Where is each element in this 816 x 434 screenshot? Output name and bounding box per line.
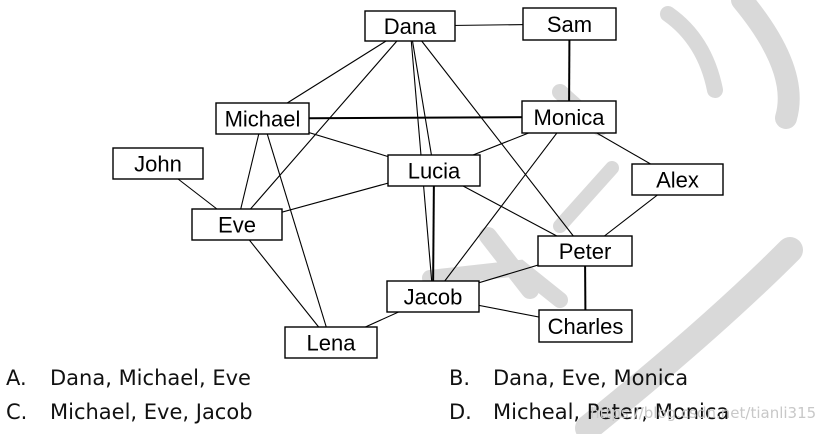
- node-box: [191, 208, 283, 241]
- node-label: Alex: [656, 168, 699, 193]
- node-box: [215, 102, 310, 135]
- edge-michael-monica: [262, 116, 570, 120]
- option-d[interactable]: D. Micheal, Peter, Monica: [449, 400, 729, 424]
- node-eve[interactable]: Eve: [191, 208, 283, 241]
- option-letter: D.: [449, 400, 472, 424]
- node-box: [537, 235, 633, 267]
- node-label: Peter: [559, 239, 612, 264]
- option-a[interactable]: A. Dana, Michael, Eve: [6, 366, 251, 390]
- option-c[interactable]: C. Michael, Eve, Jacob: [6, 400, 253, 424]
- option-text: Michael, Eve, Jacob: [50, 400, 253, 424]
- node-peter[interactable]: Peter: [537, 235, 633, 267]
- node-label: Sam: [547, 12, 592, 37]
- watermark-logo: [422, 0, 803, 434]
- option-letter: C.: [6, 400, 28, 424]
- node-box: [538, 309, 633, 343]
- node-lucia[interactable]: Lucia: [387, 154, 481, 187]
- edge-lucia-jacob: [432, 170, 435, 297]
- node-box: [284, 326, 378, 359]
- edge-michael-eve: [236, 118, 264, 225]
- node-label: Lena: [307, 331, 357, 356]
- node-label: Eve: [218, 213, 256, 238]
- node-box: [387, 154, 481, 187]
- node-box: [522, 7, 617, 41]
- node-sam[interactable]: Sam: [522, 7, 617, 41]
- node-lena[interactable]: Lena: [284, 326, 378, 359]
- node-box: [521, 100, 617, 134]
- option-text: Dana, Eve, Monica: [493, 366, 689, 390]
- edge-dana-lucia: [409, 25, 435, 171]
- watermark-text: https://blog.csdn.net/tianli315: [590, 404, 816, 422]
- option-text: Micheal, Peter, Monica: [493, 400, 730, 424]
- edge-michael-lena: [261, 118, 332, 343]
- node-label: Charles: [548, 314, 624, 339]
- node-box: [112, 147, 204, 180]
- node-box: [386, 280, 480, 313]
- option-text: Dana, Michael, Eve: [50, 366, 251, 390]
- option-b[interactable]: B. Dana, Eve, Monica: [449, 366, 688, 390]
- edge-dana-peter: [409, 25, 586, 252]
- option-letter: A.: [6, 366, 27, 390]
- edge-eve-lena: [236, 224, 332, 343]
- node-charles[interactable]: Charles: [538, 309, 633, 343]
- node-jacob[interactable]: Jacob: [386, 280, 480, 313]
- node-label: Jacob: [404, 285, 463, 310]
- node-label: Dana: [384, 14, 437, 39]
- node-michael[interactable]: Michael: [215, 102, 310, 135]
- node-label: Monica: [534, 105, 606, 130]
- option-letter: B.: [449, 366, 471, 390]
- node-box: [364, 10, 456, 42]
- node-dana[interactable]: Dana: [364, 10, 456, 42]
- node-monica[interactable]: Monica: [521, 100, 617, 134]
- node-label: John: [134, 152, 182, 177]
- node-box: [631, 163, 724, 196]
- node-label: Lucia: [408, 159, 461, 184]
- edge-dana-eve: [236, 25, 411, 225]
- node-alex[interactable]: Alex: [631, 163, 724, 196]
- node-label: Michael: [225, 107, 301, 132]
- node-john[interactable]: John: [112, 147, 204, 180]
